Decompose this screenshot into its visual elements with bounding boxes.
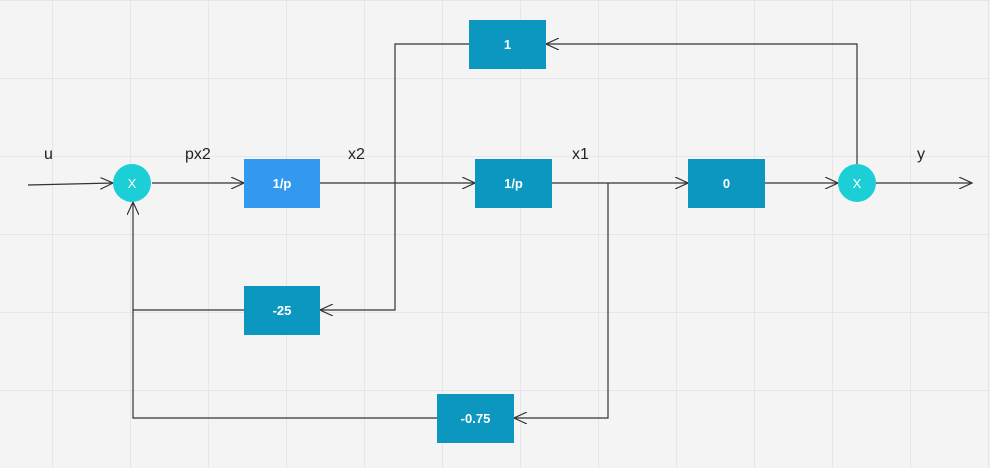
label-x1: x1 [572, 146, 589, 163]
gain-block-neg25-label: -25 [272, 303, 292, 318]
label-y: y [917, 146, 925, 163]
sum-junction-output-label: X [852, 175, 862, 191]
wire-sum-output-to-gain1 [546, 44, 858, 164]
sum-junction-output[interactable]: X [838, 164, 876, 202]
label-x2: x2 [348, 146, 365, 163]
gain-block-output[interactable]: 0 [688, 159, 765, 208]
integrator-block-2-label: 1/p [504, 176, 523, 191]
gain-block-neg075[interactable]: -0.75 [437, 394, 514, 443]
gain-block-neg25[interactable]: -25 [244, 286, 320, 335]
gain-block-output-label: 0 [722, 176, 731, 191]
wire-gain1-to-gain-neg25 [320, 43, 469, 310]
gain-block-feedforward-label: 1 [503, 37, 512, 52]
wire-x1-to-gain-neg075 [514, 183, 609, 418]
wire-gain-neg075-to-sum [133, 202, 437, 419]
label-px2: px2 [185, 146, 211, 163]
integrator-block-2[interactable]: 1/p [475, 159, 552, 208]
gain-block-feedforward[interactable]: 1 [469, 20, 546, 69]
label-u: u [44, 146, 53, 163]
integrator-block-1-label: 1/p [272, 176, 292, 191]
sum-junction-input-label: X [127, 175, 137, 191]
gain-block-neg075-label: -0.75 [460, 411, 491, 426]
wire-u-to-sum [27, 183, 113, 185]
integrator-block-1[interactable]: 1/p [244, 159, 320, 208]
sum-junction-input[interactable]: X [113, 164, 151, 202]
